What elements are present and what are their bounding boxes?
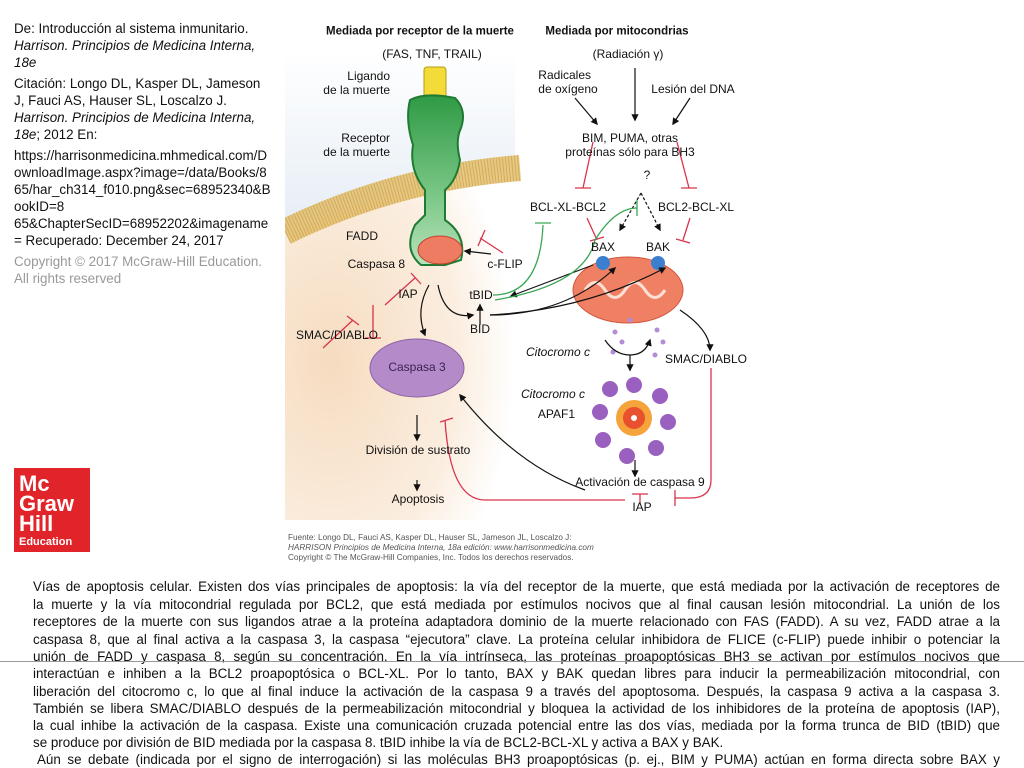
source-line-3: Copyright © The McGraw-Hill Companies, I… bbox=[288, 553, 574, 562]
caption-line: Vías de apoptosis celular. Existen dos v… bbox=[33, 579, 1000, 594]
mcgraw-hill-logo: Mc Graw Hill Education bbox=[14, 468, 90, 552]
logo-text: Graw bbox=[19, 491, 75, 516]
citation-from-title: Harrison. Principios de Medicina Interna… bbox=[14, 38, 256, 70]
citation-from: De: Introducción al sistema inmunitario.… bbox=[14, 20, 272, 71]
green-inhibition-lines bbox=[492, 200, 638, 301]
label-apoptosis: Apoptosis bbox=[391, 492, 445, 507]
caption-line: liberación del citocromo c, lo que al fi… bbox=[33, 684, 1000, 699]
citation-url-line-1[interactable]: https://harrisonmedicina.mhmedical.com/D… bbox=[14, 148, 271, 214]
logo-text: Hill bbox=[19, 511, 54, 536]
copyright-notice: Copyright © 2017 McGraw-Hill Education. … bbox=[14, 254, 263, 286]
label-caspase-9-activation: Activación de caspasa 9 bbox=[575, 475, 705, 490]
death-receptor bbox=[407, 94, 464, 266]
label-fadd: FADD bbox=[345, 229, 378, 244]
bak-channel bbox=[651, 256, 665, 270]
title-death-receptor-pathway: Mediada por receptor de la muerte bbox=[326, 25, 514, 38]
caption-line: caspasa 8, que al final activa a la casp… bbox=[33, 632, 1000, 647]
citation-authors: Citación: Longo DL, Kasper DL, Jameson J… bbox=[14, 76, 261, 108]
mitochondrion bbox=[572, 256, 684, 324]
caption-line: receptores de la muerte con sus ligandos… bbox=[33, 614, 1000, 629]
label-smac-left: SMAC/DIABLO bbox=[295, 328, 379, 343]
label-iap-left: IAP bbox=[398, 287, 418, 302]
inhibition-lines bbox=[322, 141, 712, 506]
label-iap-right: IAP bbox=[632, 500, 652, 515]
citation-overlay: De: Introducción al sistema inmunitario.… bbox=[14, 20, 272, 291]
citation-title: Harrison. Principios de Medicina Interna… bbox=[14, 110, 256, 142]
apoptosome bbox=[592, 377, 676, 464]
label-cflip: c-FLIP bbox=[487, 257, 523, 272]
label-cytochrome-c-apoptosome: Citocromo c bbox=[520, 387, 585, 402]
caspase-3 bbox=[369, 338, 465, 398]
source-line-1: Fuente: Longo DL, Fauci AS, Kasper DL, H… bbox=[288, 533, 572, 542]
label-bak: BAK bbox=[645, 240, 671, 255]
footer-divider bbox=[0, 661, 1024, 662]
label-smac-right: SMAC/DIABLO bbox=[664, 352, 748, 367]
label-apaf1: APAF1 bbox=[537, 407, 575, 422]
logo-text: Education bbox=[19, 536, 73, 548]
caption-line: También se libera SMAC/DIABLO después de… bbox=[33, 701, 1000, 716]
caption-line: unión de FADD y caspasa 8, según su conc… bbox=[33, 649, 1000, 664]
logo-text: Mc bbox=[19, 471, 50, 496]
caption-line: Aún se debate (indicada por el signo de … bbox=[37, 752, 1000, 767]
label-bcl2-bclxl: BCL2-BCL-XL bbox=[657, 200, 735, 215]
citation-text: Citación: Longo DL, Kasper DL, Jameson J… bbox=[14, 75, 272, 143]
caption-line: se produce por división de BID mediada p… bbox=[33, 735, 724, 750]
label-bid: BID bbox=[469, 322, 491, 337]
label-ligand: Ligando de la muerte bbox=[323, 69, 390, 97]
caption-line: la cual inhibe la activación de la caspa… bbox=[33, 718, 1000, 733]
label-receptor: Receptor de la muerte bbox=[323, 131, 390, 159]
title-mitochondrial-pathway: Mediada por mitocondrias bbox=[545, 25, 689, 38]
label-caspase-3: Caspasa 3 bbox=[388, 360, 446, 375]
label-tbid: tBID bbox=[469, 288, 493, 303]
caption-line: la muerte y la vía mitocondrial regulada… bbox=[33, 597, 1000, 612]
citation-url-line-2[interactable]: 65&ChapterSecID=68952202&imagename= Recu… bbox=[14, 216, 269, 248]
diagram-artwork bbox=[285, 50, 714, 520]
label-dna-damage: Lesión del DNA bbox=[651, 82, 735, 97]
citation-year: ; 2012 En: bbox=[36, 127, 98, 142]
label-caspase-8: Caspasa 8 bbox=[347, 257, 405, 272]
apoptosis-diagram: Mediada por receptor de la muerte Mediad… bbox=[285, 20, 748, 530]
stimulus-right: (Radiación γ) bbox=[592, 47, 664, 62]
activation-arrows bbox=[413, 68, 714, 492]
cytochrome-c-dots bbox=[610, 317, 666, 358]
label-bax: BAX bbox=[590, 240, 616, 255]
label-ros: Radicales de oxígeno bbox=[538, 68, 598, 96]
label-question: ? bbox=[643, 168, 651, 183]
source-line-2: HARRISON Principios de Medicina Interna,… bbox=[288, 543, 594, 552]
citation-from-text: De: Introducción al sistema inmunitario. bbox=[14, 21, 249, 36]
label-substrate-cleavage: División de sustrato bbox=[365, 443, 471, 458]
label-bh3: BIM, PUMA, otras proteínas sólo para BH3 bbox=[565, 131, 695, 159]
caspase-8 bbox=[417, 235, 463, 265]
stimulus-left: (FAS, TNF, TRAIL) bbox=[382, 47, 482, 62]
label-cytochrome-c-release: Citocromo c bbox=[525, 345, 590, 360]
label-bclxl-bcl2: BCL-XL-BCL2 bbox=[529, 200, 607, 215]
bax-channel bbox=[596, 256, 610, 270]
caption-line: interactúan e inhiben a la BCL2 proapopt… bbox=[33, 666, 1000, 681]
